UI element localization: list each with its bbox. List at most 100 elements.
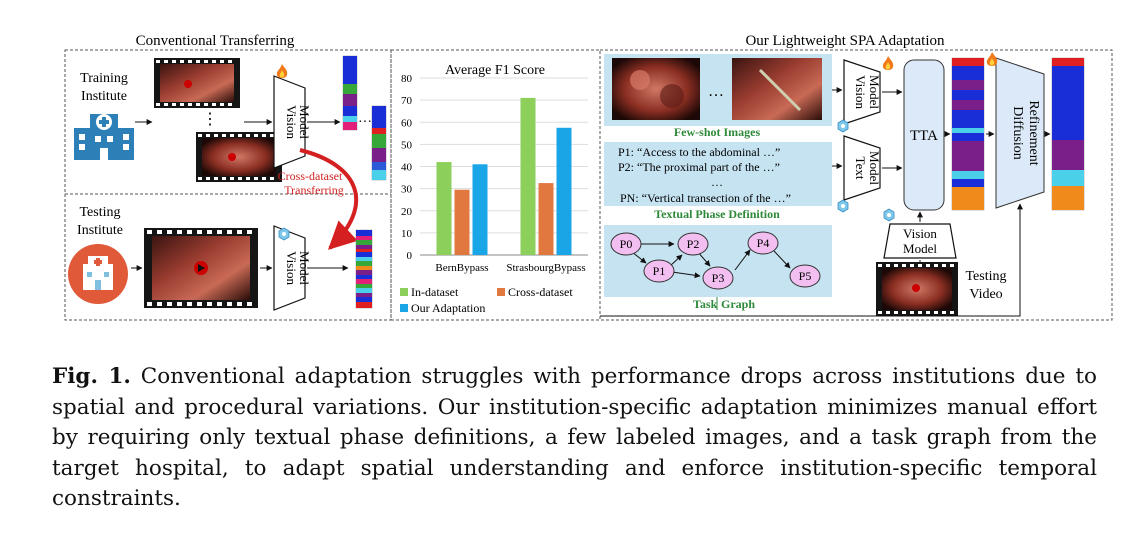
y-tick-label: 20 — [401, 206, 413, 218]
node-p1-label: P1 — [653, 264, 666, 278]
y-tick-label: 50 — [401, 139, 413, 151]
snowflake-icon — [837, 119, 849, 133]
cross-dataset-label-1: Cross-dataset — [278, 169, 343, 183]
node-p4 — [747, 231, 779, 255]
tta-label: TTA — [910, 128, 938, 144]
node-p2 — [677, 232, 709, 256]
text-model-label-2: Model — [867, 151, 882, 185]
snowflake-icon — [278, 227, 290, 241]
phase-definition-block: P1: “Access to the abdominal …” P2: “The… — [604, 142, 832, 221]
y-tick-label: 40 — [401, 162, 413, 174]
y-tick-label: 60 — [401, 117, 413, 129]
bar-cross-dataset-strasbourgbypass — [538, 183, 554, 255]
text-model: Text Model — [832, 135, 903, 213]
vertical-ellipsis: ⋮ — [202, 111, 218, 128]
final-output-strip — [1051, 57, 1085, 211]
node-p3 — [702, 266, 734, 290]
chart-title: Average F1 Score — [445, 63, 545, 78]
bar-in-dataset-strasbourgbypass — [520, 97, 536, 255]
node-p2-label: P2 — [687, 237, 700, 251]
testing-institute-label-1: Testing — [79, 205, 120, 220]
task-graph-label-a: Task — [693, 297, 718, 311]
few-shot-label: Few-shot Images — [674, 125, 761, 139]
text-model-label-1: Text — [853, 157, 868, 180]
left-panel-title: Conventional Transferring — [136, 33, 295, 49]
y-tick-label: 30 — [401, 184, 413, 196]
images-ellipsis: … — [708, 83, 724, 100]
legend-label: Our Adaptation — [411, 301, 485, 315]
node-p5 — [789, 264, 821, 288]
vision-model-label-1: Vision — [853, 75, 868, 109]
caption-label: Fig. 1. — [52, 364, 131, 389]
task-graph-label-b: Graph — [721, 297, 755, 311]
testing-institute-block: Testing Institute — [68, 205, 143, 304]
bar-in-dataset-bernbypass — [436, 162, 452, 255]
legend-swatch — [400, 304, 408, 312]
testing-video-right: Testing Video — [600, 203, 1023, 317]
testing-video-label-2: Video — [969, 287, 1002, 302]
training-institute-block: Training Institute — [74, 71, 153, 160]
node-p4-label: P4 — [757, 236, 770, 250]
bar-our-adaptation-bernbypass — [472, 164, 488, 255]
node-p1 — [643, 259, 675, 283]
training-video-frames: ⋮ — [154, 58, 282, 182]
fire-icon — [276, 64, 288, 78]
few-shot-images-block: … Few-shot Images — [604, 54, 832, 139]
phase-line-3: … — [711, 175, 723, 189]
vision-model-label-2: Model — [297, 105, 312, 139]
diffusion-label-1: Diffusion — [1010, 106, 1025, 159]
vision-model-bottom: Vision Model — [883, 223, 957, 262]
cross-dataset-label-2: Transferring — [284, 183, 344, 197]
vision-model-testing: Vision Model — [273, 225, 349, 311]
diffusion-refinement: Diffusion Refinement — [986, 52, 1051, 209]
phase-line-4: PN: “Vertical transection of the …” — [620, 191, 791, 205]
task-graph-block: P0 P1 P2 P3 P4 P5 Task Graph — [604, 225, 832, 311]
testing-video-label-1: Testing — [965, 269, 1006, 284]
chart-x-ticks: BernBypass StrasbourgBypass — [435, 262, 585, 274]
testing-institute-label-2: Institute — [77, 223, 123, 238]
node-p0-label: P0 — [620, 237, 633, 251]
vision-model-label-1: Vision — [284, 105, 299, 139]
panel-borders — [64, 49, 1113, 321]
training-institute-label-2: Institute — [81, 89, 127, 104]
y-tick-label: 0 — [407, 250, 413, 262]
vision-model-label-2: Model — [903, 241, 937, 256]
legend-swatch — [400, 288, 408, 296]
right-panel-title: Our Lightweight SPA Adaptation — [745, 33, 945, 49]
legend-label: Cross-dataset — [508, 285, 573, 299]
y-tick-label: 10 — [401, 228, 413, 240]
fire-icon — [986, 52, 998, 66]
diffusion-label-2: Refinement — [1026, 100, 1041, 165]
node-p3-label: P3 — [712, 271, 725, 285]
fire-icon — [882, 56, 894, 70]
x-tick-label: StrasbourgBypass — [506, 262, 585, 274]
vision-model-training: Vision Model — [273, 64, 341, 169]
legend-swatch — [497, 288, 505, 296]
testing-output-strip — [355, 229, 373, 309]
x-tick-label: BernBypass — [435, 262, 488, 274]
figure: Conventional Transferring Our Lightweigh… — [64, 33, 1113, 321]
training-output-strips: … — [342, 55, 387, 181]
phase-line-1: P1: “Access to the abdominal …” — [618, 145, 780, 159]
bar-chart: Average F1 Score 0 10 20 30 40 50 60 70 80 BernB… — [400, 63, 588, 315]
vision-model-label-1: Vision — [284, 251, 299, 285]
snowflake-icon — [837, 199, 849, 213]
y-tick-label: 70 — [401, 95, 413, 107]
vision-model-label-2: Model — [867, 75, 882, 109]
testing-video-frame — [144, 228, 273, 308]
phase-line-2: P2: “The proximal part of the …” — [618, 160, 780, 174]
bar-cross-dataset-bernbypass — [454, 189, 470, 255]
phase-definition-label: Textual Phase Definition — [654, 207, 780, 221]
training-institute-label-1: Training — [80, 71, 128, 86]
legend-label: In-dataset — [411, 285, 459, 299]
snowflake-icon — [883, 208, 895, 222]
figure-caption: Fig. 1. Conventional adaptation struggle… — [52, 362, 1097, 515]
tta-output-strip — [951, 57, 995, 211]
chart-y-ticks: 0 10 20 30 40 50 60 70 80 — [401, 73, 413, 262]
y-tick-label: 80 — [401, 73, 413, 85]
hospital-icon — [74, 114, 134, 160]
chart-bars — [436, 97, 572, 255]
cross-dataset-arrow: Cross-dataset Transferring — [278, 148, 359, 250]
bar-our-adaptation-strasbourgbypass — [556, 127, 572, 255]
